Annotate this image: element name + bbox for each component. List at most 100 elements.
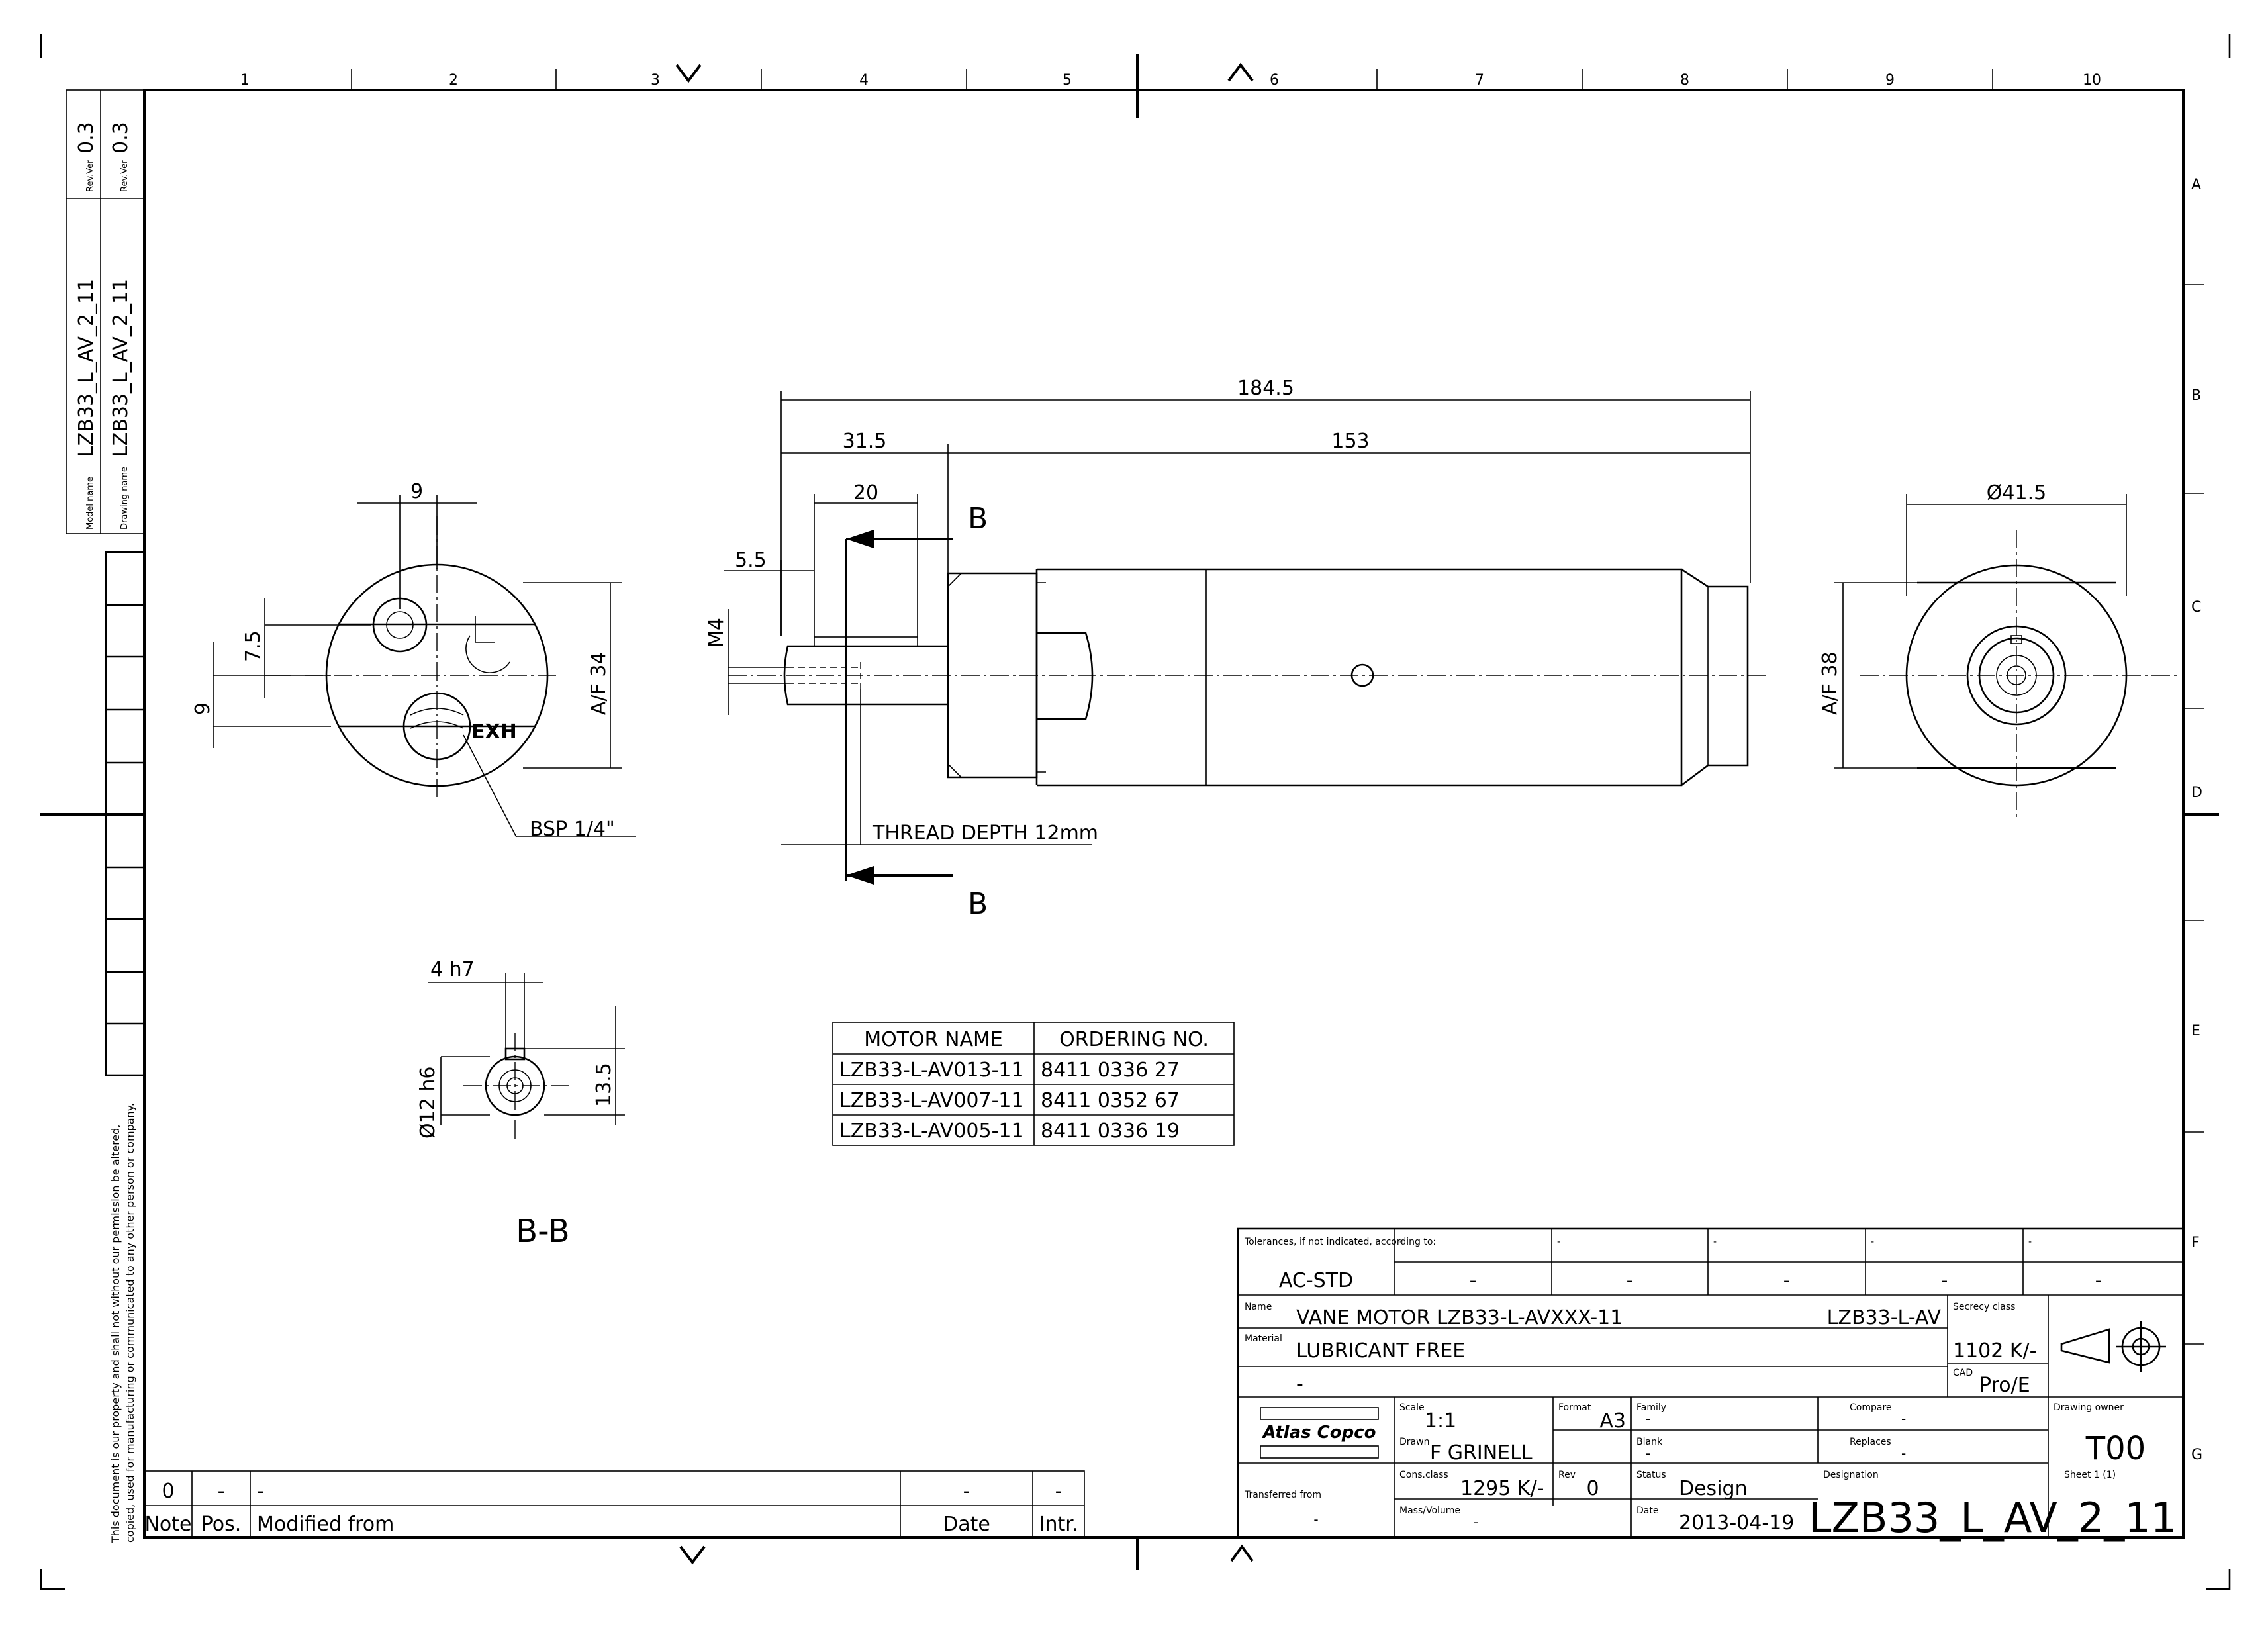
secrecy-label: Secrecy class — [1953, 1302, 2015, 1312]
col-label: 3 — [651, 72, 660, 89]
dim-af34: A/F 34 — [587, 651, 610, 715]
drawn-label: Drawn — [1399, 1437, 1429, 1447]
front-view: EXH 9 7.5 9 A/F 34 BSP 1/4" — [191, 480, 636, 841]
col-label: 5 — [1063, 72, 1072, 89]
col-label: 6 — [1270, 72, 1279, 89]
dim-5-5: 5.5 — [735, 549, 767, 572]
tol-dash: - — [1941, 1269, 1948, 1292]
cad-label: CAD — [1953, 1368, 1973, 1378]
drawing-owner-value: T00 — [2085, 1430, 2146, 1467]
revision-table: 0 - - - - Note Pos. Modified from Date I… — [144, 1470, 1085, 1538]
section-b-bottom: B — [968, 887, 988, 921]
mass-value: - — [1474, 1514, 1478, 1530]
side-name-box: Model name LZB33_L_AV_2_11 Drawing name … — [66, 89, 145, 534]
model-name-label: Model name — [85, 477, 95, 530]
motor-table-header: MOTOR NAME — [864, 1028, 1003, 1051]
dim-m4: M4 — [705, 618, 728, 647]
tol-dash: - — [1713, 1237, 1717, 1247]
rev-ver-value-2: 0.3 — [109, 122, 132, 154]
exh-label: EXH — [471, 720, 517, 743]
status-value: Design — [1679, 1477, 1748, 1500]
rev-row-cell: - — [1055, 1480, 1063, 1503]
tolerances-label: Tolerances, if not indicated, according … — [1244, 1237, 1436, 1247]
transferred-label: Transferred from — [1244, 1490, 1321, 1500]
rev-header: Modified from — [257, 1513, 394, 1536]
drawing-name-value: LZB33_L_AV_2_11 — [109, 279, 132, 457]
rev-ver-value: 0.3 — [75, 122, 98, 154]
replaces-value: - — [1901, 1445, 1906, 1461]
row-labels: A B C D E F G — [2191, 177, 2202, 1463]
replaces-label: Replaces — [1850, 1437, 1891, 1447]
designation-label: Designation — [1823, 1470, 1879, 1480]
name-code: LZB33-L-AV — [1827, 1306, 1942, 1329]
dim-af38: A/F 38 — [1819, 651, 1842, 715]
row-label: B — [2191, 387, 2201, 404]
bsp-label: BSP 1/4" — [530, 818, 615, 841]
drawing-owner-label: Drawing owner — [2054, 1402, 2124, 1413]
dim-9-left: 9 — [191, 702, 214, 715]
motor-table-cell: LZB33-L-AV013-11 — [839, 1059, 1024, 1082]
drawing-name-label: Drawing name — [120, 467, 130, 530]
corner-marks — [40, 34, 2231, 1590]
scale-label: Scale — [1399, 1402, 1425, 1413]
cad-value: Pro/E — [1979, 1374, 2030, 1397]
blank-label: Blank — [1636, 1437, 1663, 1447]
rev-ver-label-2: Rev.Ver — [120, 160, 130, 192]
rev-row-cell: - — [218, 1480, 225, 1503]
material-value: LUBRICANT FREE — [1296, 1339, 1465, 1363]
tol-dash: - — [1557, 1237, 1560, 1247]
name-value: VANE MOTOR LZB33-L-AVXXX-11 — [1296, 1306, 1623, 1329]
motor-table-cell: LZB33-L-AV005-11 — [839, 1120, 1024, 1143]
dim-9-top: 9 — [410, 480, 423, 503]
drawn-value: F GRINELL — [1430, 1441, 1533, 1464]
mass-label: Mass/Volume — [1399, 1506, 1460, 1516]
material-label: Material — [1245, 1333, 1282, 1344]
left-ladder — [105, 551, 146, 1076]
compare-label: Compare — [1850, 1402, 1892, 1413]
dim-20: 20 — [853, 481, 878, 504]
projection-symbol-icon — [2060, 1321, 2166, 1372]
row-label: D — [2191, 785, 2202, 801]
compare-value: - — [1901, 1411, 1906, 1427]
motor-table-cell: 8411 0352 67 — [1041, 1089, 1180, 1112]
row-label: F — [2191, 1235, 2200, 1251]
tolerances-value: AC-STD — [1279, 1269, 1353, 1292]
dim-7-5: 7.5 — [242, 630, 265, 662]
status-label: Status — [1636, 1470, 1666, 1480]
date-label: Date — [1636, 1506, 1658, 1516]
row-label: C — [2191, 599, 2201, 616]
column-labels: 1 2 3 4 5 6 7 8 9 10 — [240, 72, 2101, 89]
transferred-value: - — [1313, 1511, 1318, 1527]
row-label: G — [2191, 1447, 2202, 1463]
col-label: 4 — [859, 72, 869, 89]
dim-13-5: 13.5 — [592, 1063, 616, 1107]
dim-31-5: 31.5 — [843, 430, 887, 453]
tol-dash: - — [1627, 1269, 1634, 1292]
tol-dash: - — [1399, 1237, 1403, 1247]
rev-row-cell: - — [963, 1480, 970, 1503]
blank-value: - — [1646, 1445, 1650, 1461]
rev-value: 0 — [1586, 1477, 1599, 1500]
col-label: 1 — [240, 72, 250, 89]
thread-depth-label: THREAD DEPTH 12mm — [872, 822, 1098, 845]
motor-table: MOTOR NAME ORDERING NO. LZB33-L-AV013-11… — [832, 1022, 1235, 1146]
logo-text: Atlas Copco — [1262, 1423, 1376, 1443]
cons-class-value: 1295 K/- — [1460, 1477, 1544, 1500]
motor-table-cell: 8411 0336 27 — [1041, 1059, 1180, 1082]
scale-value: 1:1 — [1425, 1410, 1456, 1433]
section-bb-view: 4 h7 Ø12 h6 13.5 B-B — [416, 958, 625, 1250]
title-block: Tolerances, if not indicated, according … — [1237, 1227, 2185, 1542]
atlas-copco-logo: Atlas Copco — [1260, 1407, 1379, 1459]
dim-dia12h6: Ø12 h6 — [416, 1067, 440, 1139]
dim-153: 153 — [1331, 430, 1369, 453]
section-title: B-B — [516, 1213, 569, 1250]
material-dash: - — [1296, 1372, 1303, 1396]
family-value: - — [1646, 1411, 1650, 1427]
secrecy-value: 1102 K/- — [1953, 1339, 2037, 1363]
dim-4h7: 4 h7 — [430, 958, 475, 981]
rev-header: Pos. — [201, 1513, 242, 1536]
row-label: A — [2191, 177, 2201, 193]
col-label: 2 — [449, 72, 458, 89]
rev-row-cell: - — [257, 1480, 264, 1503]
